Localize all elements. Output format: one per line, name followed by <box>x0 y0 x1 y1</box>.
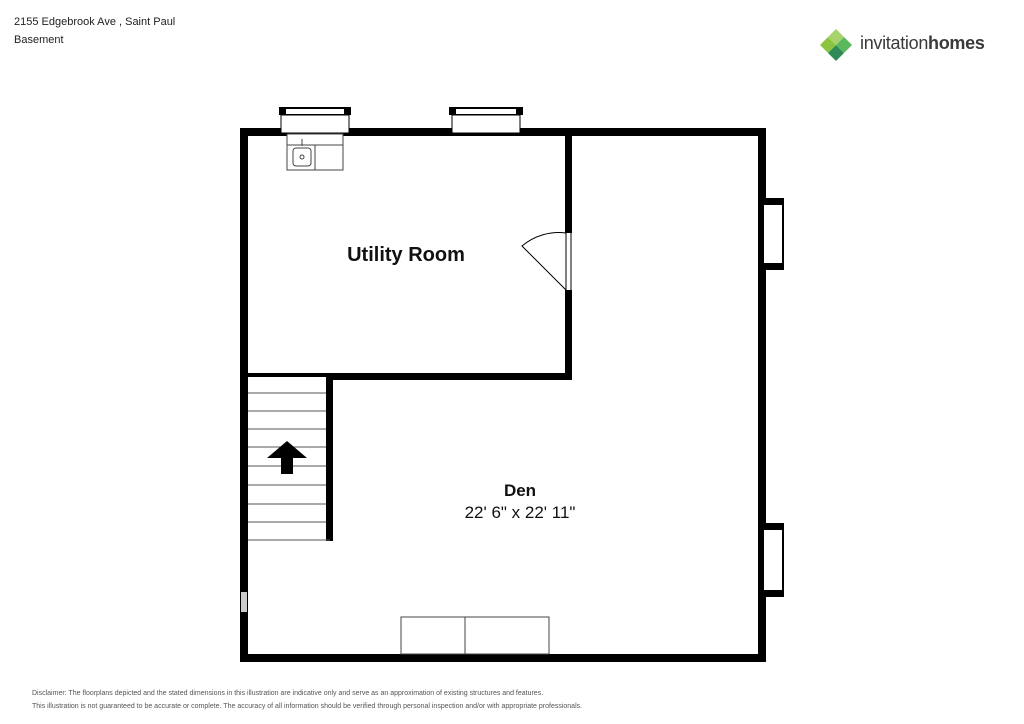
property-address: 2155 Edgebrook Ave , Saint Paul <box>14 16 176 28</box>
logo-wordmark: invitationhomes <box>860 33 985 54</box>
disclaimer-line-2: This illustration is not guaranteed to b… <box>32 703 583 710</box>
utility-room-label: Utility Room <box>347 244 465 266</box>
brand-logo: invitationhomes <box>818 27 1008 67</box>
window-top-left <box>279 107 351 134</box>
logo-prefix: invitation <box>860 33 929 53</box>
logo-mark-icon <box>820 29 852 61</box>
window-right-lower <box>762 523 784 597</box>
den-cabinet <box>400 616 550 655</box>
stairs-up-arrow-icon <box>267 441 307 474</box>
utility-sink-icon <box>286 133 344 171</box>
floor-level-label: Basement <box>14 34 64 46</box>
utility-door <box>521 232 572 291</box>
logo-suffix: homes <box>928 33 985 53</box>
window-left-mark <box>241 592 247 612</box>
window-top-right <box>449 107 523 134</box>
interior-walls <box>244 132 572 541</box>
den-dimensions: 22' 6" x 22' 11" <box>464 503 576 522</box>
den-room-label: Den <box>503 481 537 500</box>
disclaimer-line-1: Disclaimer: The floorplans depicted and … <box>32 690 544 697</box>
staircase <box>248 392 330 541</box>
window-right-upper <box>762 198 784 270</box>
outer-walls <box>240 128 766 662</box>
